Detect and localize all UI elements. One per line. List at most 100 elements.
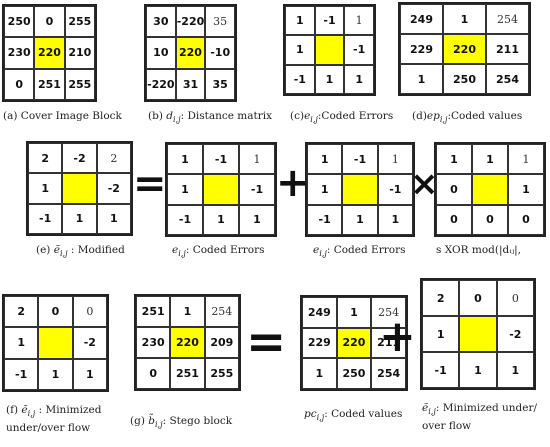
matrix-cell: 1 <box>400 64 443 94</box>
matrix-cell: 1 <box>285 6 315 36</box>
matrix-cell: 1 <box>28 173 63 204</box>
matrix-cell: 255 <box>204 358 239 389</box>
center-cell <box>472 174 508 205</box>
matrix-cell: 10 <box>146 37 176 69</box>
matrix-cell: -2 <box>496 316 534 352</box>
center-cell: 220 <box>336 327 372 359</box>
matrix-cell: 250 <box>4 6 35 38</box>
matrix-cell: -1 <box>422 352 460 388</box>
matrix-cell: 254 <box>486 4 529 34</box>
matrix-cell: 1 <box>4 327 39 359</box>
matrix-cell: -10 <box>205 37 235 69</box>
matrix-cell: 0 <box>38 296 73 328</box>
caption-g: (g) b̃i,j: Stego block <box>130 415 233 430</box>
matrix-cell: 1 <box>342 204 378 235</box>
matrix-cell: 1 <box>285 35 315 65</box>
caption-e: (e) ẽi,j : Modified <box>36 244 125 259</box>
matrix-cell: -2 <box>96 173 131 204</box>
matrix-cell: 230 <box>4 37 35 69</box>
matrix-cell: 209 <box>204 327 239 358</box>
matrix-cell: 0 <box>472 204 508 235</box>
matrix-cell: 1 <box>422 316 460 352</box>
matrix-cell: 0 <box>4 68 35 100</box>
matrix-cell: 1 <box>96 203 131 234</box>
matrix-cell: 2 <box>28 143 63 174</box>
matrix-cell: -1 <box>307 204 343 235</box>
matrix-cell: -1 <box>28 203 63 234</box>
caption-f-line2: under/over flow <box>6 422 91 434</box>
matrix-cell: 251 <box>136 296 171 327</box>
caption-e-coded-errors-1: ei,j: Coded Errors <box>172 244 265 259</box>
center-cell: 220 <box>175 37 206 69</box>
matrix-cell: 1 <box>170 296 205 327</box>
matrix-cell: 229 <box>302 327 337 359</box>
matrix-cell: 254 <box>204 296 239 327</box>
matrix-cell: 250 <box>336 358 372 389</box>
caption-f: (f) ẽi,j : Minimized <box>6 404 102 419</box>
matrix-cell: -1 <box>203 144 239 175</box>
times-operator: × <box>410 164 439 204</box>
plus-operator: + <box>276 160 310 206</box>
center-cell <box>342 174 378 205</box>
matrix-cell: 249 <box>400 4 443 34</box>
matrix-cell: 1 <box>307 144 343 175</box>
matrix-cell: -1 <box>342 144 378 175</box>
matrix-cell: 255 <box>64 68 95 100</box>
matrix-cell: 211 <box>486 34 529 64</box>
center-cell <box>459 316 497 352</box>
caption-minimized-row3-line2: over flow <box>422 420 472 432</box>
matrix-cell: 251 <box>170 358 205 389</box>
matrix-cell: 35 <box>205 68 235 100</box>
matrix-cell: 255 <box>64 6 95 38</box>
caption-a: (a) Cover Image Block <box>3 110 122 122</box>
matrix-cell: 1 <box>472 144 508 175</box>
matrix-cell: 2 <box>422 280 460 316</box>
matrix-cell: 0 <box>496 280 534 316</box>
matrix-cell: 2 <box>4 296 39 328</box>
center-cell <box>62 173 97 204</box>
matrix-cell: 1 <box>72 358 107 390</box>
matrix-cell: 1 <box>508 174 544 205</box>
center-cell: 220 <box>170 327 205 358</box>
plus-operator-row3: + <box>379 311 416 362</box>
matrix-cell: 1 <box>377 144 413 175</box>
center-cell <box>203 174 239 205</box>
matrix-cell: -1 <box>314 6 345 36</box>
caption-pc: pci,j: Coded values <box>304 408 403 423</box>
matrix-cell: -1 <box>239 174 275 205</box>
matrix-cell: 210 <box>64 37 95 69</box>
center-cell: 220 <box>443 34 486 64</box>
equals-operator-row3: = <box>246 314 287 370</box>
caption-xor-mod: s XOR mod(|dᵢⱼ|, <box>436 244 521 256</box>
matrix-cell: 1 <box>167 174 203 205</box>
matrix-cell: 1 <box>62 203 97 234</box>
matrix-cell: 1 <box>459 352 497 388</box>
matrix-cell: -220 <box>175 6 206 38</box>
matrix-cell: 1 <box>302 358 337 389</box>
center-cell <box>38 327 73 359</box>
matrix-cell: 249 <box>302 297 337 328</box>
matrix-cell: 230 <box>136 327 171 358</box>
matrix-cell: 1 <box>508 144 544 175</box>
matrix-cell: -1 <box>167 204 203 235</box>
matrix-cell: 1 <box>38 358 73 390</box>
matrix-cell: -1 <box>377 174 413 205</box>
matrix-cell: 254 <box>486 64 529 94</box>
matrix-cell: 1 <box>443 4 486 34</box>
matrix-cell: 229 <box>400 34 443 64</box>
matrix-cell: 30 <box>146 6 176 38</box>
matrix-cell: 2 <box>96 143 131 174</box>
matrix-cell: -1 <box>285 64 315 94</box>
matrix-cell: 0 <box>136 358 171 389</box>
matrix-cell: 1 <box>496 352 534 388</box>
matrix-cell: 254 <box>371 297 406 328</box>
matrix-cell: 1 <box>344 64 374 94</box>
